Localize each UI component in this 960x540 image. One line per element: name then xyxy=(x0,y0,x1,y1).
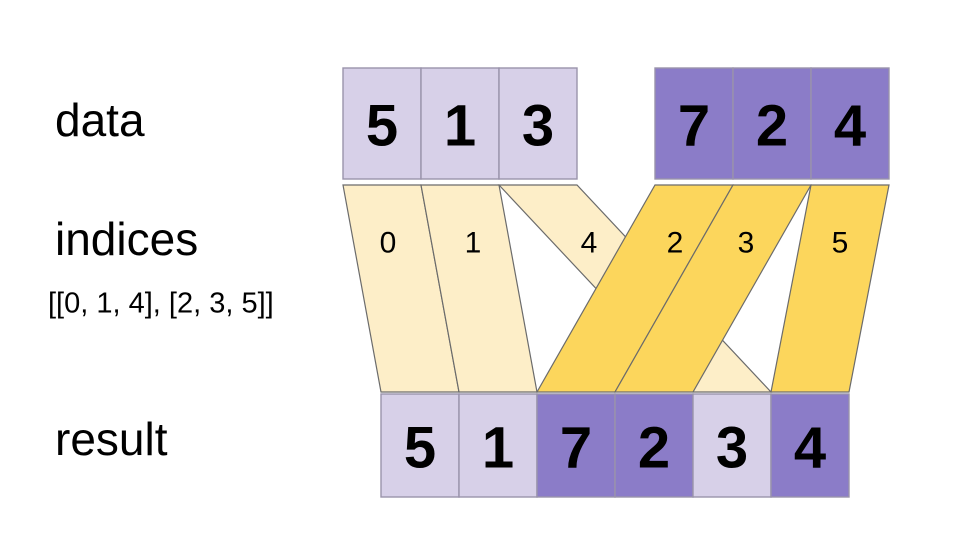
result-value-4: 3 xyxy=(716,416,748,481)
label-indices-value: [[0, 1, 4], [2, 3, 5]] xyxy=(48,288,274,320)
result-value-1: 1 xyxy=(482,416,514,481)
ribbon-index-5 xyxy=(770,184,890,393)
label-data: data xyxy=(55,94,145,146)
result-cell-3 xyxy=(614,393,694,498)
result-value-3: 2 xyxy=(638,416,670,481)
result-row: 5 1 7 2 3 4 xyxy=(380,393,850,498)
label-result: result xyxy=(55,413,168,465)
data-cell-0-2 xyxy=(498,67,578,180)
data-cell-1-1 xyxy=(732,67,812,180)
data-cell-0-1 xyxy=(420,67,500,180)
index-label-2: 2 xyxy=(667,227,684,260)
row-label-layer: data indices [[0, 1, 4], [2, 3, 5]] resu… xyxy=(48,94,274,465)
index-label-1: 1 xyxy=(465,227,482,260)
result-value-2: 7 xyxy=(560,416,592,481)
data-value-1-1: 2 xyxy=(756,94,788,159)
data-cell-1-0 xyxy=(654,67,734,180)
result-value-5: 4 xyxy=(794,416,826,481)
data-value-0-0: 5 xyxy=(366,94,398,159)
ribbon-index-3 xyxy=(613,184,813,393)
data-value-1-0: 7 xyxy=(678,94,710,159)
data-row: 5 1 3 7 2 4 xyxy=(342,67,890,180)
result-value-0: 5 xyxy=(404,416,436,481)
ribbon-layer xyxy=(342,184,890,393)
data-cell-1-2 xyxy=(810,67,890,180)
result-cell-1 xyxy=(458,393,538,498)
result-cell-0 xyxy=(380,393,460,498)
index-label-0: 0 xyxy=(380,227,397,260)
index-label-5: 5 xyxy=(832,227,849,260)
result-cell-5 xyxy=(770,393,850,498)
index-label-layer: 0 1 4 2 3 5 xyxy=(380,227,849,260)
data-value-1-2: 4 xyxy=(834,94,866,159)
index-label-4: 4 xyxy=(581,227,598,260)
label-indices: indices xyxy=(55,213,198,265)
index-label-3: 3 xyxy=(738,227,755,260)
data-value-0-2: 3 xyxy=(522,94,554,159)
data-value-0-1: 1 xyxy=(444,94,476,159)
result-cell-2 xyxy=(536,393,616,498)
data-cell-0-0 xyxy=(342,67,422,180)
